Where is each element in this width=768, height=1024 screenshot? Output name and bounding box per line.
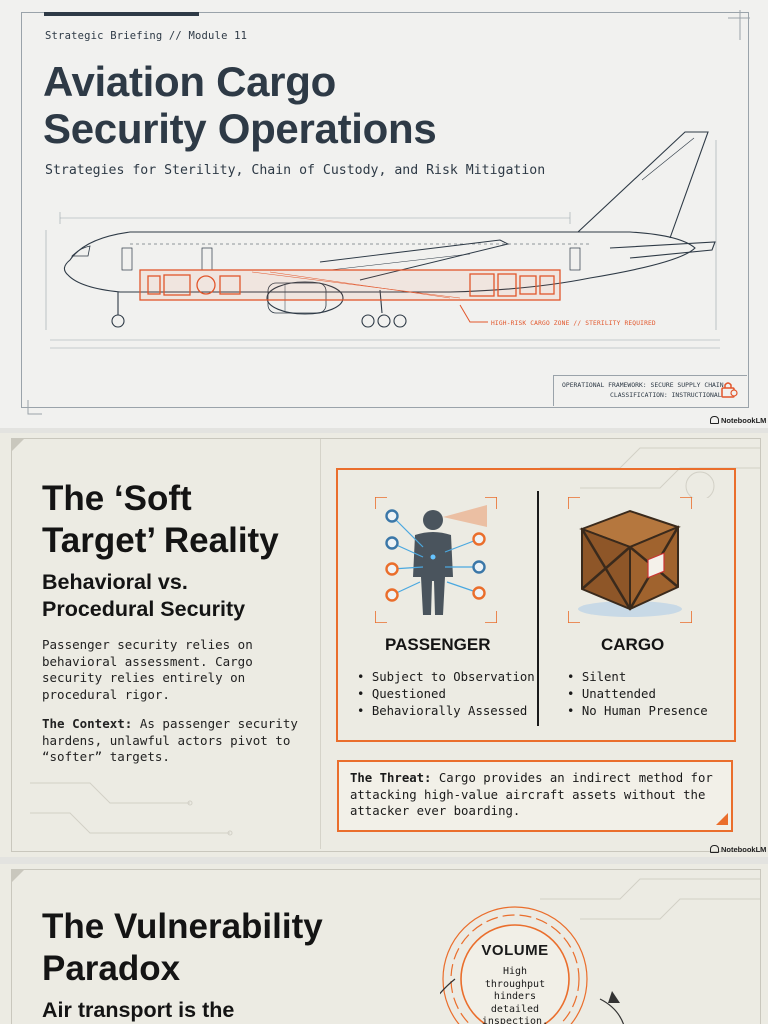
corner-triangle-icon bbox=[716, 813, 728, 825]
threat-body: Cargo provides an indirect method for at… bbox=[350, 771, 713, 818]
title-line-1: Aviation Cargo bbox=[43, 58, 336, 105]
section-title: The ‘Soft Target’ Reality bbox=[42, 478, 279, 562]
aircraft-blueprint-illustration bbox=[45, 131, 720, 349]
section-subtitle: Behavioral vs. Procedural Security bbox=[42, 569, 245, 623]
notebooklm-logo-icon bbox=[710, 845, 719, 853]
title-line-2: Paradox bbox=[42, 949, 181, 988]
crate-icon bbox=[568, 497, 692, 623]
passenger-label: PASSENGER bbox=[385, 635, 491, 654]
notebooklm-badge: NotebookLM bbox=[710, 845, 766, 854]
slide-frame bbox=[21, 12, 749, 408]
slide-frame bbox=[11, 438, 761, 852]
threat-callout: The Threat: Cargo provides an indirect m… bbox=[337, 760, 733, 832]
circuit-decoration bbox=[30, 782, 233, 836]
title-line-1: The Vulnerability bbox=[42, 907, 323, 946]
cargo-label: CARGO bbox=[601, 635, 665, 654]
accent-bar bbox=[44, 12, 199, 16]
classification-label: CLASSIFICATION: INSTRUCTIONAL bbox=[610, 391, 722, 399]
corner-bracket-icon bbox=[27, 400, 42, 415]
brand-name: NotebookLM bbox=[721, 845, 767, 854]
brand-name: NotebookLM bbox=[721, 416, 767, 425]
slide-vulnerability-paradox: The Vulnerability Paradox Air transport … bbox=[0, 864, 768, 1024]
volume-desc-line: hinders detailed bbox=[490, 991, 540, 1015]
cargo-zone-callout: HIGH-RISK CARGO ZONE // STERILITY REQUIR… bbox=[491, 320, 656, 327]
page-title: Aviation Cargo Security Operations bbox=[43, 58, 437, 152]
section-subtitle: Air transport is the bbox=[42, 998, 235, 1022]
cargo-traits-list: Silent Unattended No Human Presence bbox=[567, 669, 708, 719]
page-subtitle: Strategies for Sterility, Chain of Custo… bbox=[45, 163, 546, 178]
intro-paragraph: Passenger security relies on behavioral … bbox=[42, 637, 253, 702]
title-line-2: Security Operations bbox=[43, 105, 437, 152]
volume-label: VOLUME bbox=[481, 942, 549, 959]
comparison-panel bbox=[336, 468, 736, 742]
notebooklm-logo-icon bbox=[710, 416, 719, 424]
section-title: The Vulnerability Paradox bbox=[42, 906, 323, 990]
subtitle-line-2: Procedural Security bbox=[42, 597, 246, 621]
threat-label: The Threat: bbox=[350, 771, 432, 785]
gear-icon bbox=[440, 906, 625, 1024]
corner-crosshair-icon bbox=[728, 10, 750, 40]
slide-aviation-cargo-title: Strategic Briefing // Module 11 Aviation… bbox=[0, 0, 768, 428]
list-item: Behaviorally Assessed bbox=[357, 703, 535, 720]
list-item: Questioned bbox=[357, 686, 535, 703]
list-item: Silent bbox=[567, 669, 708, 686]
corner-bracket-icon bbox=[11, 438, 25, 452]
list-item: No Human Presence bbox=[567, 703, 708, 720]
context-paragraph: The Context: As passenger security harde… bbox=[42, 716, 307, 766]
framework-box: OPERATIONAL FRAMEWORK: SECURE SUPPLY CHA… bbox=[553, 375, 747, 406]
slide-frame bbox=[11, 869, 761, 1024]
list-item: Subject to Observation bbox=[357, 669, 535, 686]
notebooklm-badge: NotebookLM bbox=[710, 416, 766, 425]
volume-desc-line: High throughput bbox=[484, 966, 546, 990]
context-label: The Context: bbox=[42, 716, 133, 731]
threat-text: The Threat: Cargo provides an indirect m… bbox=[350, 770, 725, 820]
passenger-traits-list: Subject to Observation Questioned Behavi… bbox=[357, 669, 535, 719]
framework-label: OPERATIONAL FRAMEWORK: SECURE SUPPLY CHA… bbox=[562, 381, 724, 389]
corner-bracket-icon bbox=[11, 869, 25, 883]
list-item: Unattended bbox=[567, 686, 708, 703]
title-line-2: Target’ Reality bbox=[42, 521, 279, 560]
title-line-1: The ‘Soft bbox=[42, 479, 192, 518]
context-text: As passenger security hardens, unlawful … bbox=[42, 716, 298, 764]
volume-description: High throughput hinders detailed inspect… bbox=[472, 966, 558, 1024]
comparison-divider bbox=[537, 491, 539, 726]
slide-soft-target: The ‘Soft Target’ Reality Behavioral vs.… bbox=[0, 433, 768, 857]
column-divider bbox=[320, 439, 321, 849]
lock-icon bbox=[721, 382, 738, 398]
volume-desc-line: inspection. bbox=[481, 1016, 549, 1024]
subtitle-line-1: Behavioral vs. bbox=[42, 570, 188, 594]
module-kicker: Strategic Briefing // Module 11 bbox=[45, 30, 248, 42]
circuit-decoration bbox=[540, 878, 760, 920]
person-scan-icon bbox=[375, 497, 497, 623]
